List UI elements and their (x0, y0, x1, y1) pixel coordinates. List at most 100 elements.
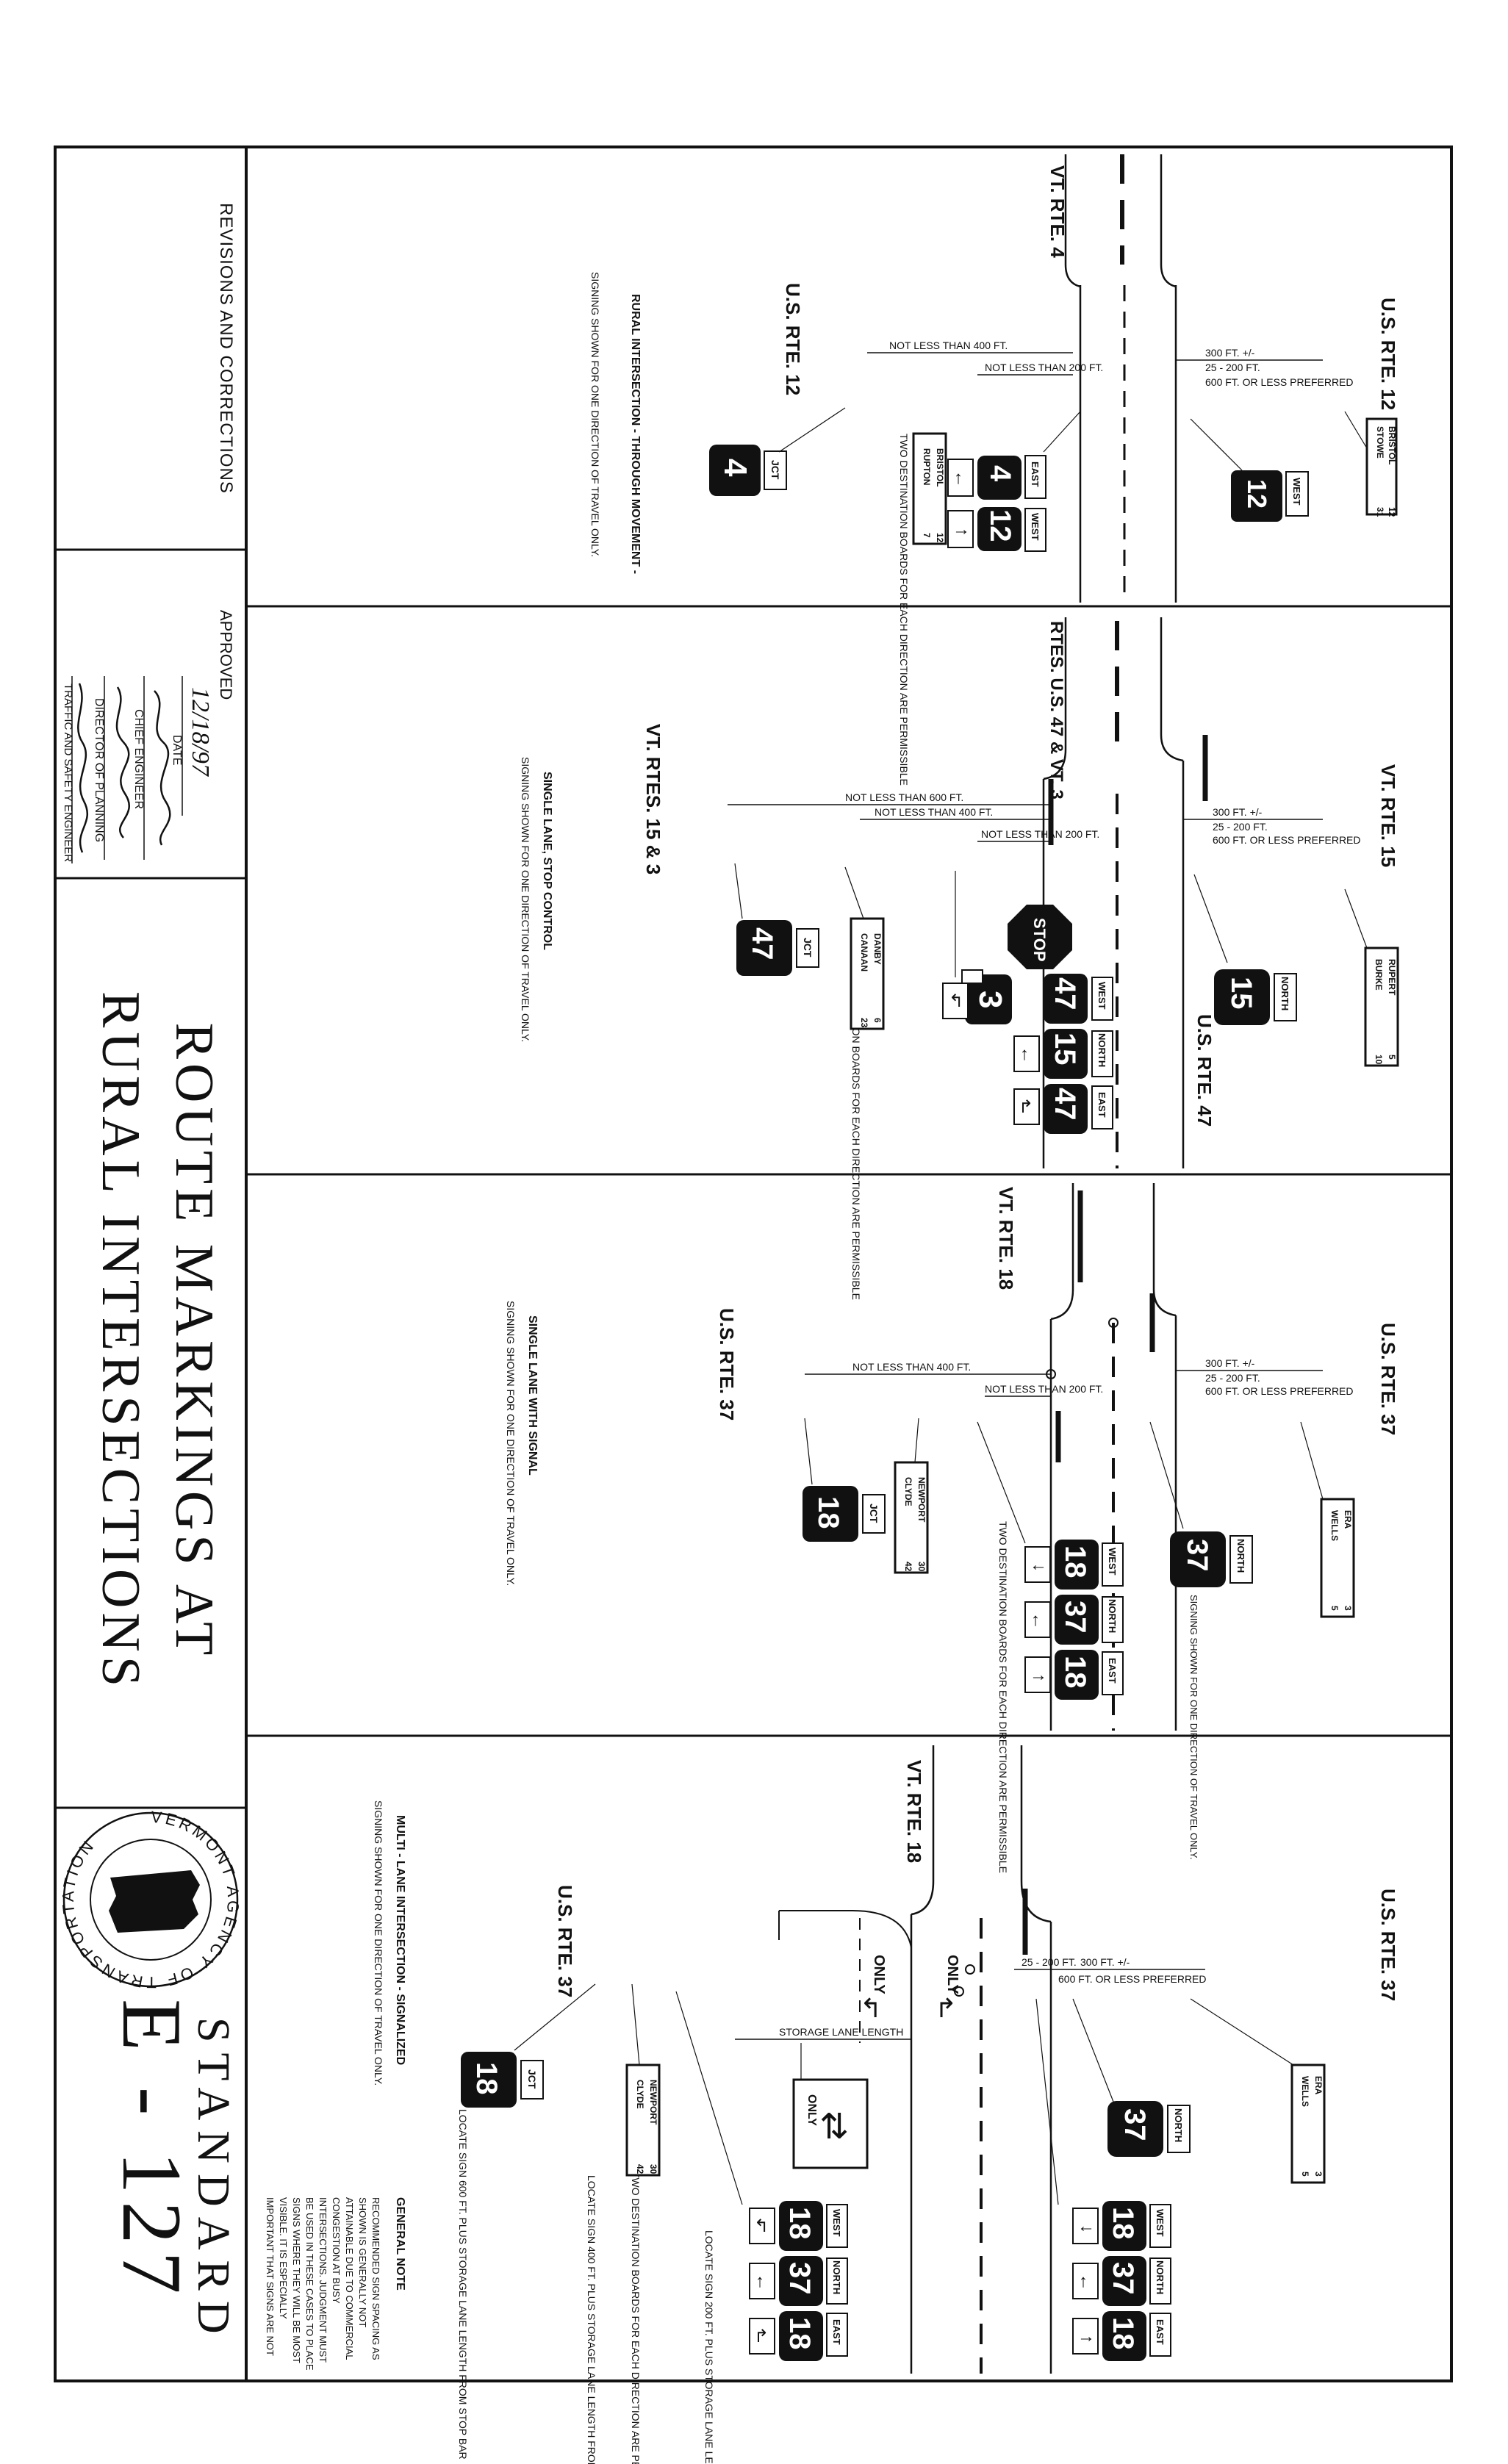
assembly-route-47e: 47 (1049, 1088, 1081, 1121)
vt-route-number: 3 (972, 991, 1008, 1008)
assembly-direction-north: NORTH (1107, 1599, 1118, 1633)
assembly-direction-east: EAST (1030, 461, 1041, 487)
panel-caption: RURAL INTERSECTION - THROUGH MOVEMENT - (629, 294, 642, 574)
road-label-vt15-3: VT. RTES. 15 & 3 (642, 724, 664, 874)
destination-board-far: BRISTOL 12 STOWE 31 (1365, 417, 1398, 517)
jct-route-number: 47 (746, 927, 778, 960)
dest-board-line1: BRISTOL (1387, 426, 1397, 464)
dest-board-line1: NEWPORT (916, 1477, 927, 1523)
route-shield-vt3: 3 (961, 969, 1012, 1024)
general-note-heading: GENERAL NOTE (394, 2197, 406, 2291)
road-label-vt18: VT. RTE. 18 (995, 1187, 1017, 1290)
dest-board-line2: BURKE (1374, 959, 1384, 991)
revisions-label: REVISIONS AND CORRECTIONS (216, 203, 236, 494)
stop-label: STOP (1030, 918, 1049, 962)
drawing-title-line1: ROUTE MARKINGS AT (164, 1023, 224, 1660)
road-label-us37-bottom: U.S. RTE. 37 (716, 1308, 738, 1420)
pavement-only-label: ONLY (944, 1955, 961, 1994)
jct-label: JCT (526, 2069, 538, 2089)
signal-head-icon (965, 1964, 975, 1975)
assembly-direction-west: WEST (1030, 513, 1041, 541)
traffic-safety-label: TRAFFIC AND SAFETY ENGINEER (62, 683, 74, 862)
dest-board-val2: 31 (1375, 507, 1385, 517)
arrow-left-turn-sign: ↰ (942, 983, 969, 1019)
road-label-vt4: VT. RTE. 4 (1046, 165, 1069, 258)
road-label-us37-top: U.S. RTE. 37 (1377, 1889, 1399, 2001)
signature-director-planning (115, 686, 130, 838)
dest-board-line2: RUPTON (922, 448, 932, 485)
destination-board-near: DANBY 6 CANAAN 23 (850, 917, 885, 1030)
jct-assembly-18: 18 JCT (461, 2052, 544, 2108)
panel-single-lane-signal: VT. RTE. 18 U.S. RTE. 37 U.S. RTE. 37 NO… (505, 1183, 1399, 1873)
sheet-border (54, 146, 1453, 2382)
arrow-up-icon: ↑ (1031, 1610, 1040, 1630)
dest-board-line2: CLYDE (635, 2080, 645, 2109)
panel-caption: SINGLE LANE, STOP CONTROL (541, 772, 553, 950)
standard-label: STANDARD (188, 2017, 238, 2344)
road-label-us47: U.S. RTE. 47 (1193, 1014, 1216, 1127)
dest-board-val2: 7 (922, 533, 932, 538)
signature-traffic-engineer (77, 683, 89, 853)
dest-board-val1: 6 (872, 1018, 883, 1023)
panel-subcaption: SIGNING SHOWN FOR ONE DIRECTION OF TRAVE… (520, 757, 531, 1042)
shield-route-number: 15 (1225, 977, 1257, 1010)
road-label-vt15: VT. RTE. 15 (1377, 764, 1399, 867)
dest-board-val2: 10 (1374, 1055, 1384, 1065)
arrow-up-icon: ↑ (1020, 1044, 1029, 1064)
dest-board-val1: 30 (648, 2164, 658, 2174)
dest-board-val2: 23 (859, 1018, 869, 1028)
dim-not-less-600: NOT LESS THAN 600 FT. (845, 791, 963, 803)
assembly-direction-west: WEST (1155, 2209, 1166, 2237)
signal-head-icon (954, 1986, 964, 1997)
assembly-direction-east: EAST (1107, 1658, 1118, 1684)
pavement-only-label: ONLY (871, 1955, 887, 1994)
destination-board-note: TWO DESTINATION BOARDS FOR EACH DIRECTIO… (898, 434, 910, 786)
panel-stop-control: VT. RTE. 15 RTES. U.S. 47 & VT. 3 VT. RT… (520, 617, 1399, 1300)
jct-route-number: 4 (717, 459, 753, 477)
assembly-direction-east: EAST (1155, 2319, 1166, 2345)
arrow-left-icon: ← (1077, 2216, 1095, 2236)
assembly-route-18w: 18 (1107, 2207, 1139, 2240)
jct-label: JCT (802, 938, 814, 958)
dest-board-val1: 12 (1387, 507, 1397, 517)
storage-lane-length: STORAGE LANE LENGTH (779, 2026, 903, 2038)
assembly-route-47w: 47 (1049, 977, 1081, 1010)
destination-board-note: TWO DESTINATION BOARDS FOR EACH DIRECTIO… (850, 948, 862, 1300)
route-assembly-east4-west12: 4 12 EAST WEST ↑ → (947, 455, 1046, 552)
shield-direction: NORTH (1235, 1539, 1246, 1573)
jct-route-number: 18 (812, 1496, 844, 1529)
approval-block: APPROVED 12/18/97 DATE CHIEF ENGINEER DI… (62, 610, 235, 863)
dim-300: 300 FT. +/- (1080, 1956, 1130, 1968)
signing-note: SIGNING SHOWN FOR ONE DIRECTION OF TRAVE… (1188, 1595, 1199, 1859)
chief-engineer-label: CHIEF ENGINEER (132, 709, 145, 809)
assembly-route-37n: 37 (1059, 1601, 1091, 1634)
arrow-up-icon: ↑ (1079, 2271, 1088, 2291)
shield-direction: NORTH (1279, 977, 1290, 1010)
dim-25-200: 25 - 200 FT. (1205, 1372, 1260, 1384)
lane-use-control-sign: ONLY ⇅ (792, 2078, 869, 2169)
drawing-title-line2: RURAL INTERSECTIONS (90, 991, 151, 1691)
jct-assembly-4: 4 JCT (709, 445, 787, 496)
dest-board-val2: 42 (903, 1562, 913, 1572)
locate-note-destination: LOCATE SIGN 400 FT. PLUS STORAGE LANE LE… (586, 2175, 597, 2464)
destination-board-far: RUPERT 5 BURKE 10 (1364, 947, 1399, 1067)
lane-marking-only-right: ONLY ↱ (935, 1955, 961, 2023)
dest-board-line2: WELLS (1300, 2076, 1310, 2107)
panel-subcaption: SIGNING SHOWN FOR ONE DIRECTION OF TRAVE… (505, 1301, 517, 1586)
dim-preferred: 600 FT. OR LESS PREFERRED (1213, 834, 1361, 846)
dim-25-200: 25 - 200 FT. (1022, 1956, 1077, 1968)
pavement-arrow-icon: ↱ (935, 1993, 957, 2023)
dim-300: 300 FT. +/- (1205, 347, 1255, 359)
panel-through-movement: VT. RTE. 4 U.S. RTE. 12 U.S. RTE. 12 NOT… (589, 154, 1399, 786)
shield-route-number: 37 (1181, 1539, 1213, 1572)
road-label-us12-top: U.S. RTE. 12 (1377, 298, 1399, 410)
assembly-direction-east: EAST (1096, 1092, 1107, 1118)
signature-chief-engineer (154, 690, 171, 846)
shield-direction: NORTH (1173, 2108, 1184, 2142)
arrow-up-icon: ↑ (755, 2271, 764, 2291)
assembly-direction-west: WEST (1096, 982, 1107, 1010)
road-label-us12-bottom: U.S. RTE. 12 (782, 283, 804, 395)
assembly-route-18e: 18 (1107, 2317, 1139, 2350)
vermont-state-shape-icon (109, 1870, 200, 1933)
destination-board-near: NEWPORT 30 CLYDE 42 (894, 1461, 929, 1574)
